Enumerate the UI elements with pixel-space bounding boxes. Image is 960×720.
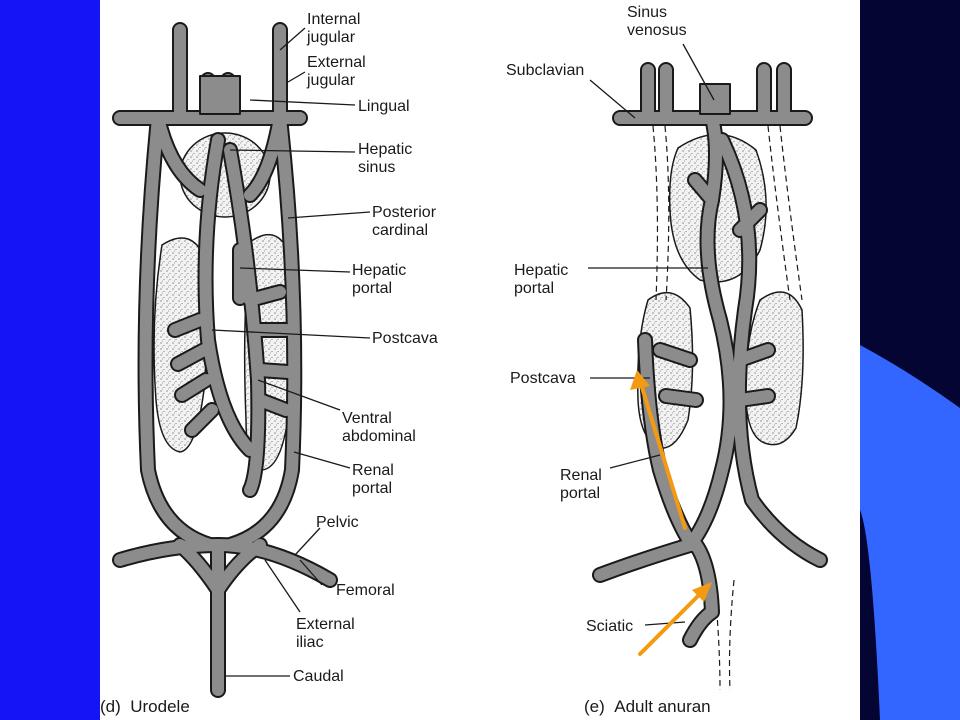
caption-urodele: (d) Urodele <box>100 697 190 717</box>
urodele-vessels <box>112 22 338 698</box>
right-accent-swoosh <box>860 345 960 720</box>
anuran-highlight-arrows <box>630 370 712 656</box>
label-postcava-e: Postcava <box>510 370 576 387</box>
label-caudal: Caudal <box>293 668 344 685</box>
label-lingual: Lingual <box>358 98 410 115</box>
caption-title-e: Adult anuran <box>614 697 711 716</box>
caption-tag-d: (d) <box>100 697 121 716</box>
caption-tag-e: (e) <box>584 697 605 716</box>
urodele-heart-block <box>199 75 241 115</box>
anuran-vessels <box>592 62 828 648</box>
orange-arrow-postcava <box>639 382 687 530</box>
label-femoral: Femoral <box>336 582 395 599</box>
anuran-leader-lines <box>588 43 715 626</box>
venous-system-diagram <box>112 22 828 698</box>
left-blue-band <box>0 0 100 720</box>
orange-arrow-sciatic <box>638 590 704 656</box>
caption-anuran: (e) Adult anuran <box>584 697 711 717</box>
urodele-leader-lines <box>211 27 371 677</box>
anuran-diagram <box>588 43 828 691</box>
label-postcava-d: Postcava <box>372 330 438 347</box>
urodele-diagram <box>112 22 371 698</box>
urodele-kidneys <box>153 233 294 471</box>
label-pelvic: Pelvic <box>316 514 359 531</box>
label-subclavian: Subclavian <box>506 62 585 79</box>
anuran-sinus-block <box>699 83 731 115</box>
caption-title-d: Urodele <box>130 697 190 716</box>
orange-arrowhead-postcava <box>630 370 650 390</box>
orange-arrowhead-sciatic <box>692 582 712 602</box>
label-sciatic: Sciatic <box>586 618 634 635</box>
